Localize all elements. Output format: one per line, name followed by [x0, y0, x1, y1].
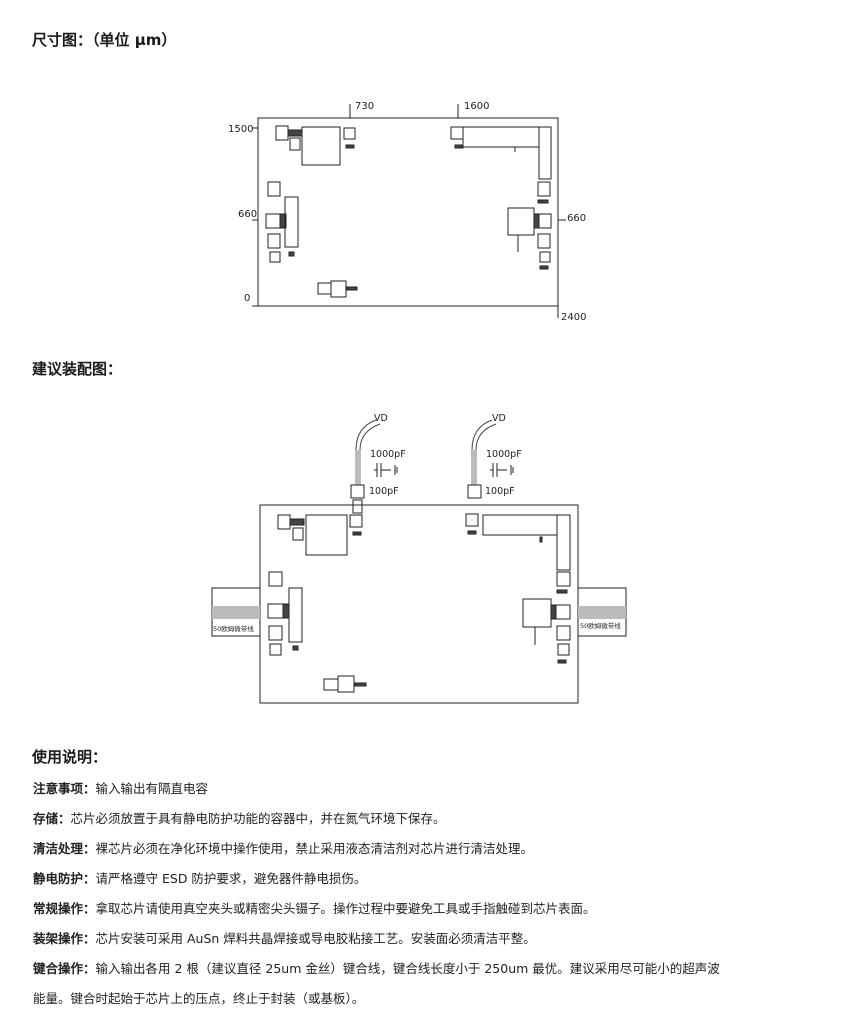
note-separator: ： — [83, 781, 96, 796]
dim-label-1500: 1500 — [228, 124, 253, 135]
note-line: 注意事项：输入输出有隔直电容 — [33, 778, 208, 797]
microstrip-label-right: 50欧姆微带线 — [580, 621, 621, 630]
note-text: 裸芯片必须在净化环境中操作使用，禁止采用液态清洁剂对芯片进行清洁处理。 — [95, 841, 534, 856]
note-label: 静电防护 — [33, 871, 84, 886]
note-line: 常规操作：拿取芯片请使用真空夹头或精密尖头镊子。操作过程中要避免工具或手指触碰到… — [33, 898, 596, 917]
assembly-title: 建议装配图： — [32, 360, 123, 378]
vd-label-left: VD — [374, 413, 388, 424]
note-line: 清洁处理：裸芯片必须在净化环境中操作使用，禁止采用液态清洁剂对芯片进行清洁处理。 — [33, 838, 533, 857]
note-label: 键合操作 — [33, 961, 84, 976]
chip-outline — [257, 117, 559, 307]
assembly-drawing: VD VD 1000pF 1000pF 100pF 100pF 50欧姆微带线 … — [211, 413, 627, 704]
dimension-title: 尺寸图：（单位 μm） — [32, 31, 177, 49]
note-label: 清洁处理 — [33, 841, 84, 856]
note-text: 芯片必须放置于具有静电防护功能的容器中，并在氮气环境下保存。 — [70, 811, 446, 826]
note-separator: ： — [83, 871, 96, 886]
note-text: 能量。键合时起始于芯片上的压点，终止于封装（或基板）。 — [33, 991, 365, 1006]
vd-label-right: VD — [492, 413, 506, 424]
dim-label-0: 0 — [244, 293, 250, 304]
dim-label-730: 730 — [355, 101, 374, 112]
cap-100pf-left: 100pF — [369, 486, 399, 497]
cap-1000pf-right: 1000pF — [486, 449, 522, 460]
cap-100pf-right: 100pF — [485, 486, 515, 497]
note-separator: ： — [83, 961, 96, 976]
note-line: 装架操作：芯片安装可采用 AuSn 焊料共晶焊接或导电胶粘接工艺。安装面必须清洁… — [33, 928, 536, 947]
cap-1000pf-left: 1000pF — [370, 449, 406, 460]
note-line: 静电防护：请严格遵守 ESD 防护要求，避免器件静电损伤。 — [33, 868, 366, 887]
note-separator: ： — [58, 811, 71, 826]
dimension-drawing: 730 1600 1500 660 660 0 2400 — [228, 101, 586, 323]
note-separator: ： — [83, 901, 96, 916]
note-label: 装架操作 — [33, 931, 84, 946]
note-text: 输入输出有隔直电容 — [95, 781, 209, 796]
dim-label-1600: 1600 — [464, 101, 489, 112]
note-label: 注意事项 — [33, 781, 84, 796]
note-text: 拿取芯片请使用真空夹头或精密尖头镊子。操作过程中要避免工具或手指触碰到芯片表面。 — [95, 901, 596, 916]
note-label: 常规操作 — [33, 901, 84, 916]
note-line: 存储：芯片必须放置于具有静电防护功能的容器中，并在氮气环境下保存。 — [33, 808, 446, 827]
microstrip-label-left: 50欧姆微带线 — [213, 624, 254, 633]
note-text: 输入输出各用 2 根（建议直径 25um 金丝）键合线，键合线长度小于 250u… — [95, 961, 720, 976]
dim-label-2400: 2400 — [561, 312, 586, 323]
note-text: 芯片安装可采用 AuSn 焊料共晶焊接或导电胶粘接工艺。安装面必须清洁平整。 — [95, 931, 536, 946]
note-line: 键合操作：输入输出各用 2 根（建议直径 25um 金丝）键合线，键合线长度小于… — [33, 958, 720, 977]
note-separator: ： — [83, 841, 96, 856]
dim-label-660-left: 660 — [238, 209, 257, 220]
note-separator: ： — [83, 931, 96, 946]
dim-label-660-right: 660 — [567, 213, 586, 224]
usage-title: 使用说明： — [32, 748, 108, 766]
note-line: 能量。键合时起始于芯片上的压点，终止于封装（或基板）。 — [33, 988, 364, 1007]
note-label: 存储 — [33, 811, 59, 826]
note-text: 请严格遵守 ESD 防护要求，避免器件静电损伤。 — [95, 871, 367, 886]
